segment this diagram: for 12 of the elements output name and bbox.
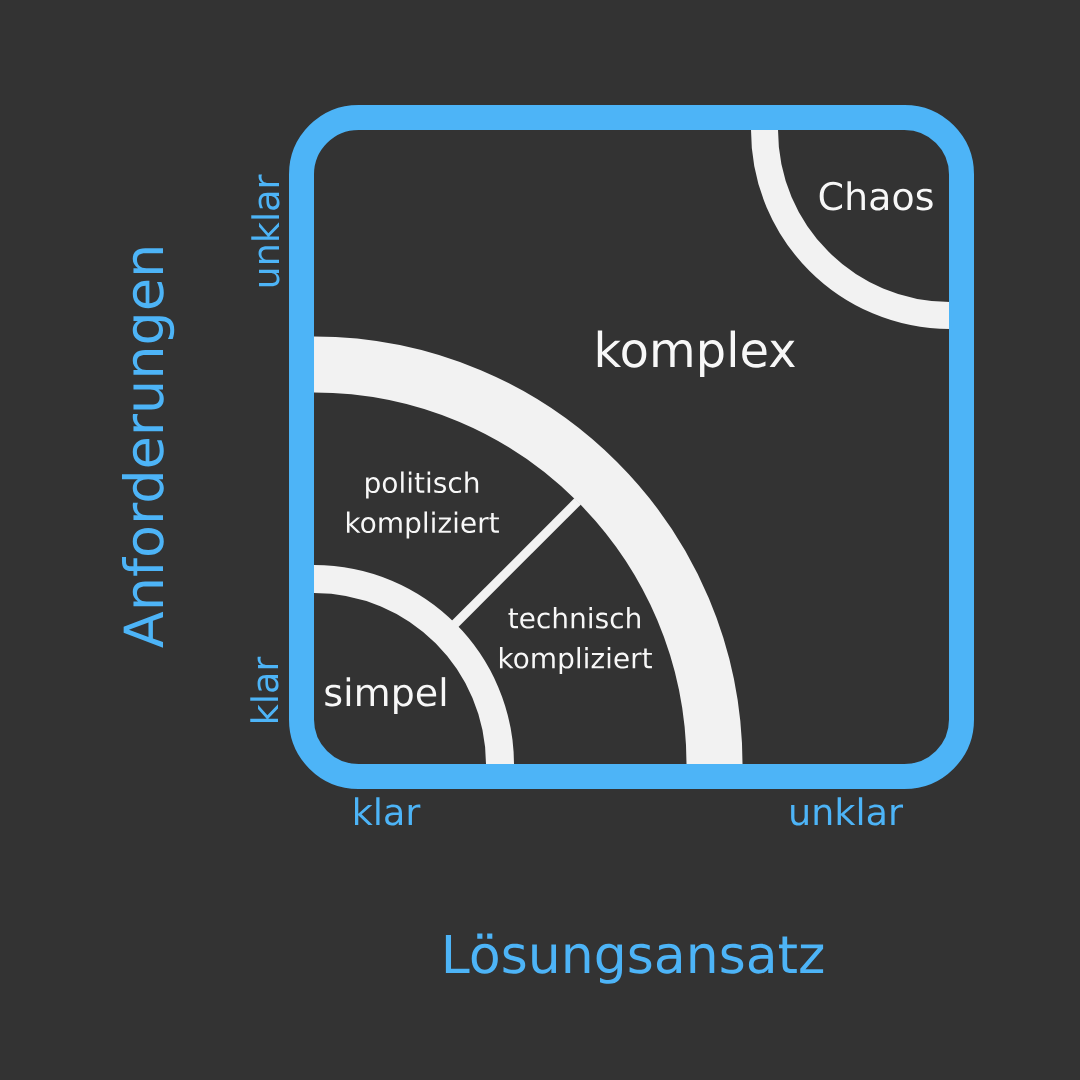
matrix-frame [289,105,974,789]
axis-label: klar [355,797,421,826]
region-label: simpel [325,677,446,714]
axis-label: unklar [791,797,903,826]
region-label: komplex [597,330,795,377]
axis-label: klar [250,656,279,722]
region-label: Chaos [819,181,933,211]
axis-title: Lösungsansatz [445,933,824,984]
region-label: technisch kompliziert [500,606,652,675]
axis-title: Anforderungen [121,248,175,648]
axis-label: unklar [251,174,280,287]
region-label: politisch kompliziert [347,471,499,539]
